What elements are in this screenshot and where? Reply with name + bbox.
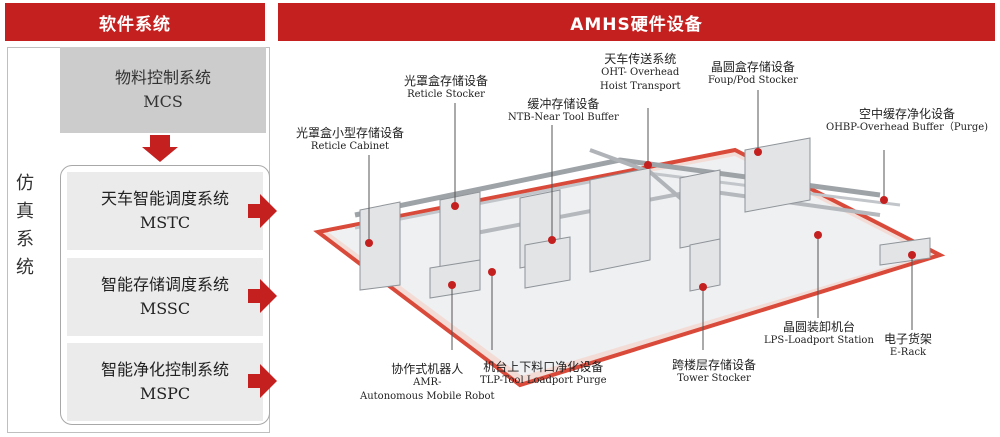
simulation-system-label: 仿 真 系 统 [16,173,34,278]
marker-dot-tlp [488,268,496,276]
right-arrow-icon [248,279,277,313]
system-box-mssc: 智能存储调度系统 MSSC [67,258,263,336]
amhs-plant-illustration [313,90,946,388]
system-box-mspc: 智能净化控制系统 MSPC [67,343,263,421]
marker-dot-foup-stocker [754,148,762,156]
marker-dot-oht [644,161,652,169]
marker-dot-ntb [548,236,556,244]
marker-dot-lps [814,231,822,239]
mcs-en: MCS [143,92,183,111]
mcs-box: 物料控制系统 MCS [60,47,266,133]
marker-dot-reticle-stocker [451,202,459,210]
right-arrow-icon [248,364,277,398]
marker-dot-amr [448,281,456,289]
marker-dot-erack [908,251,916,259]
mcs-cn: 物料控制系统 [114,68,211,87]
amhs-hardware-header: AMHS硬件设备 [278,3,995,41]
right-arrow-icon [248,194,277,228]
marker-dot-tower-stocker [699,283,707,291]
marker-dot-reticle-cabinet [365,239,373,247]
down-arrow-icon [142,135,178,162]
marker-dot-ohbp [880,196,888,204]
system-box-mstc: 天车智能调度系统 MSTC [67,172,263,250]
software-systems-header: 软件系统 [5,3,265,41]
